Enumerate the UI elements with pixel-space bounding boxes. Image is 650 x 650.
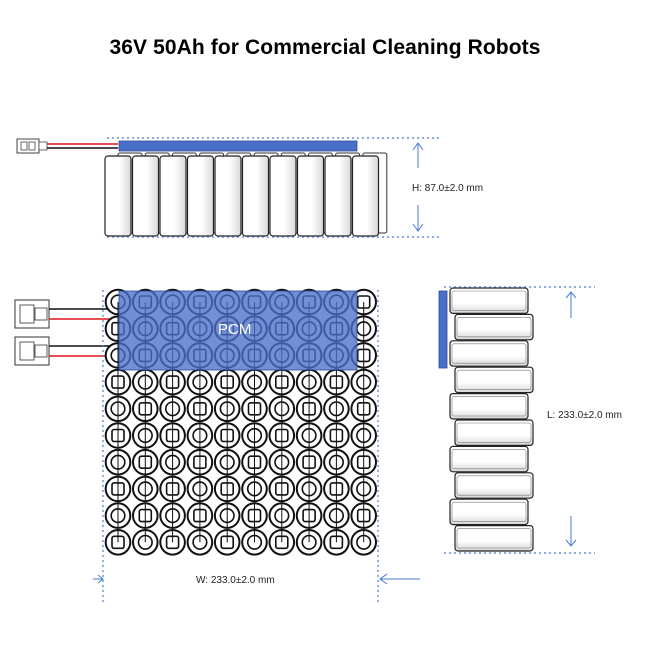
side-front-cell: [296, 155, 325, 237]
length-cell-inner: [456, 369, 532, 390]
length-cell: [449, 445, 529, 473]
length-cell: [449, 498, 529, 526]
length-pcm-board: [438, 290, 448, 369]
side-pcm-board: [118, 140, 358, 152]
height-dimension-label: H: 87.0±2.0 mm: [412, 183, 483, 194]
top-connectors: [14, 299, 112, 366]
length-cell: [454, 366, 534, 394]
length-cell-inner: [451, 501, 527, 522]
side-connector: [16, 138, 118, 154]
length-cell-inner: [456, 422, 532, 443]
pcm-label: PCM: [218, 321, 251, 338]
length-cell: [449, 393, 529, 420]
side-front-cell: [241, 155, 270, 237]
width-dimension-label: W: 233.0±2.0 mm: [196, 575, 275, 586]
length-cell-inner: [456, 317, 532, 338]
side-front-cell: [104, 155, 132, 237]
width-arrow-right: [379, 573, 420, 585]
width-arrow-left: [93, 574, 104, 584]
side-front-cell: [186, 155, 215, 237]
length-dimension-label: L: 233.0±2.0 mm: [547, 410, 622, 421]
side-front-cell: [214, 155, 242, 237]
side-front-cell: [159, 155, 187, 237]
length-cell-inner: [451, 290, 527, 311]
length-cell: [454, 524, 534, 552]
length-view: L: 233.0±2.0 mm: [438, 286, 622, 554]
length-cell: [454, 419, 534, 446]
top-view: PCM W: 233.0±2.0 mm: [14, 288, 420, 602]
diagram-title: 36V 50Ah for Commercial Cleaning Robots: [109, 36, 541, 59]
length-cell-inner: [451, 343, 527, 364]
length-cell: [454, 313, 534, 341]
side-front-cell: [324, 155, 352, 237]
height-arrow-bottom: [412, 205, 424, 232]
length-cell: [454, 472, 534, 499]
side-front-cell: [269, 155, 297, 237]
length-cell-inner: [451, 449, 527, 470]
length-arrow-bottom: [565, 516, 577, 547]
side-front-cell: [131, 155, 160, 237]
length-cell: [449, 340, 529, 367]
length-cell-inner: [456, 528, 532, 549]
length-arrow-top: [565, 291, 577, 318]
side-front-cell: [351, 155, 380, 237]
height-arrow-top: [412, 142, 424, 168]
length-cell: [449, 287, 529, 314]
pcm-board: [118, 290, 358, 371]
length-cell-inner: [456, 475, 532, 496]
side-view: H: 87.0±2.0 mm: [16, 137, 483, 238]
length-cell-inner: [451, 396, 527, 417]
